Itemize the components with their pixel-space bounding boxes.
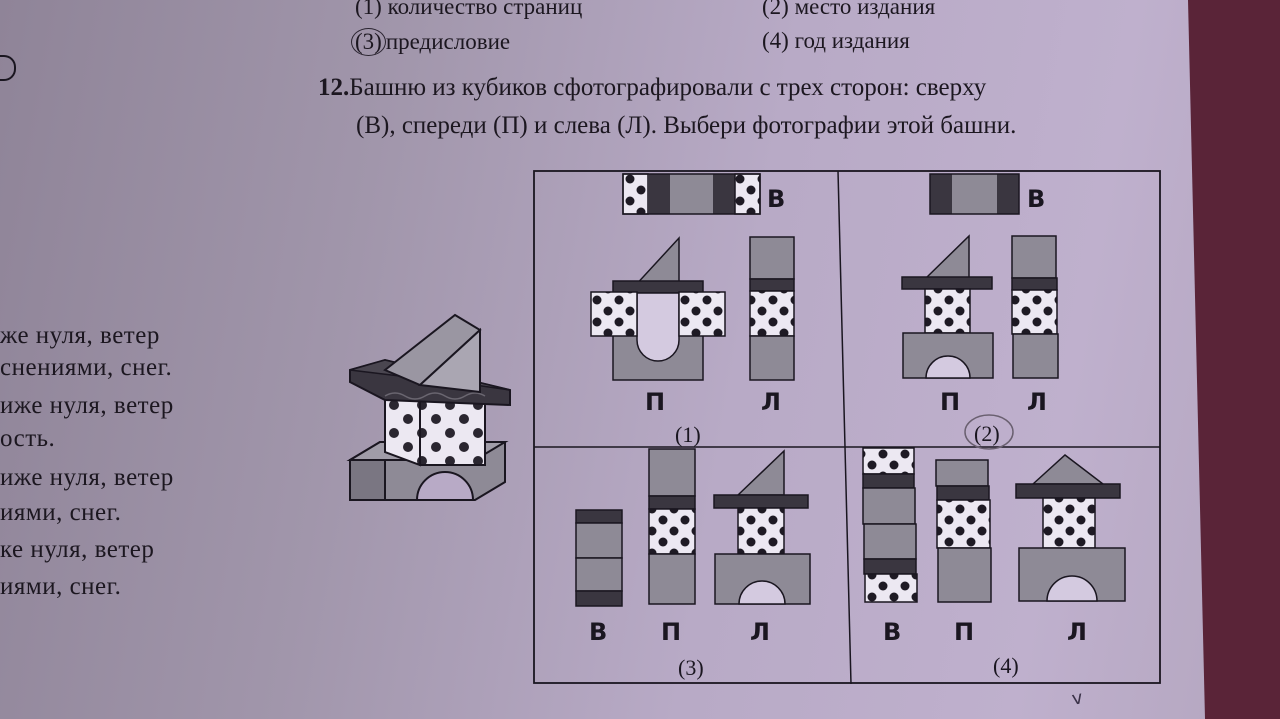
page-edge-mark [0,55,16,81]
background-surface [1188,0,1280,719]
svg-text:В: В [589,618,607,646]
question-line-2: (В), спереди (П) и слева (Л). Выбери фот… [356,112,1016,140]
panel-4: В П Л (4) [862,447,1126,678]
option-text: год издания [794,28,910,53]
option-2: (2) место издания [762,0,935,20]
side-text-line: снениями, снег. [0,354,173,381]
option-4: (4) год издания [762,28,910,54]
option-1: (1) количество страниц [355,0,582,20]
option-number: (1) [355,0,382,19]
svg-text:(4): (4) [993,653,1019,678]
option-number: (4) [762,28,789,53]
tower-3d-illustration [345,300,515,515]
option-text: количество страниц [387,0,583,19]
svg-text:П: П [661,618,681,646]
svg-text:Л: Л [1067,618,1087,646]
question-line-1: 12.Башню из кубиков сфотографировали с т… [318,74,986,102]
circled-option-number: (3) [351,28,386,56]
option-text: место издания [794,0,936,19]
side-text-line: иже нуля, ветер [0,392,174,419]
svg-text:П: П [940,388,960,416]
answer-options-grid: В П Л (1) В [533,170,1161,684]
svg-text:Л: Л [761,388,781,416]
side-text-line: иже нуля, ветер [0,464,174,491]
side-text-line: ке нуля, ветер [0,536,155,563]
svg-text:В: В [767,185,785,213]
side-text-line: иями, снег. [0,573,122,600]
option-number: (2) [762,0,789,19]
panel-2: В П Л (2) [901,173,1059,450]
svg-text:Л: Л [1027,388,1047,416]
side-text-line: ость. [0,425,56,452]
svg-text:В: В [883,618,901,646]
side-text-line: иями, снег. [0,499,122,526]
svg-text:(2): (2) [974,421,1000,446]
svg-text:В: В [1027,185,1045,213]
svg-text:(1): (1) [675,422,701,447]
svg-text:П: П [954,618,974,646]
side-text-line: же нуля, ветер [0,322,160,349]
question-text: (В), спереди (П) и слева (Л). Выбери фот… [356,112,1017,139]
svg-text:Л: Л [750,618,770,646]
svg-text:П: П [645,388,665,416]
question-text: Башню из кубиков сфотографировали с трех… [349,74,987,101]
svg-text:(3): (3) [678,655,704,680]
panel-3: В П Л (3) [575,448,811,680]
question-number: 12. [318,74,350,101]
option-3-circled: (3)предисловие [351,28,511,56]
panel-1: В П Л (1) [590,173,795,447]
option-text: предисловие [385,29,511,54]
